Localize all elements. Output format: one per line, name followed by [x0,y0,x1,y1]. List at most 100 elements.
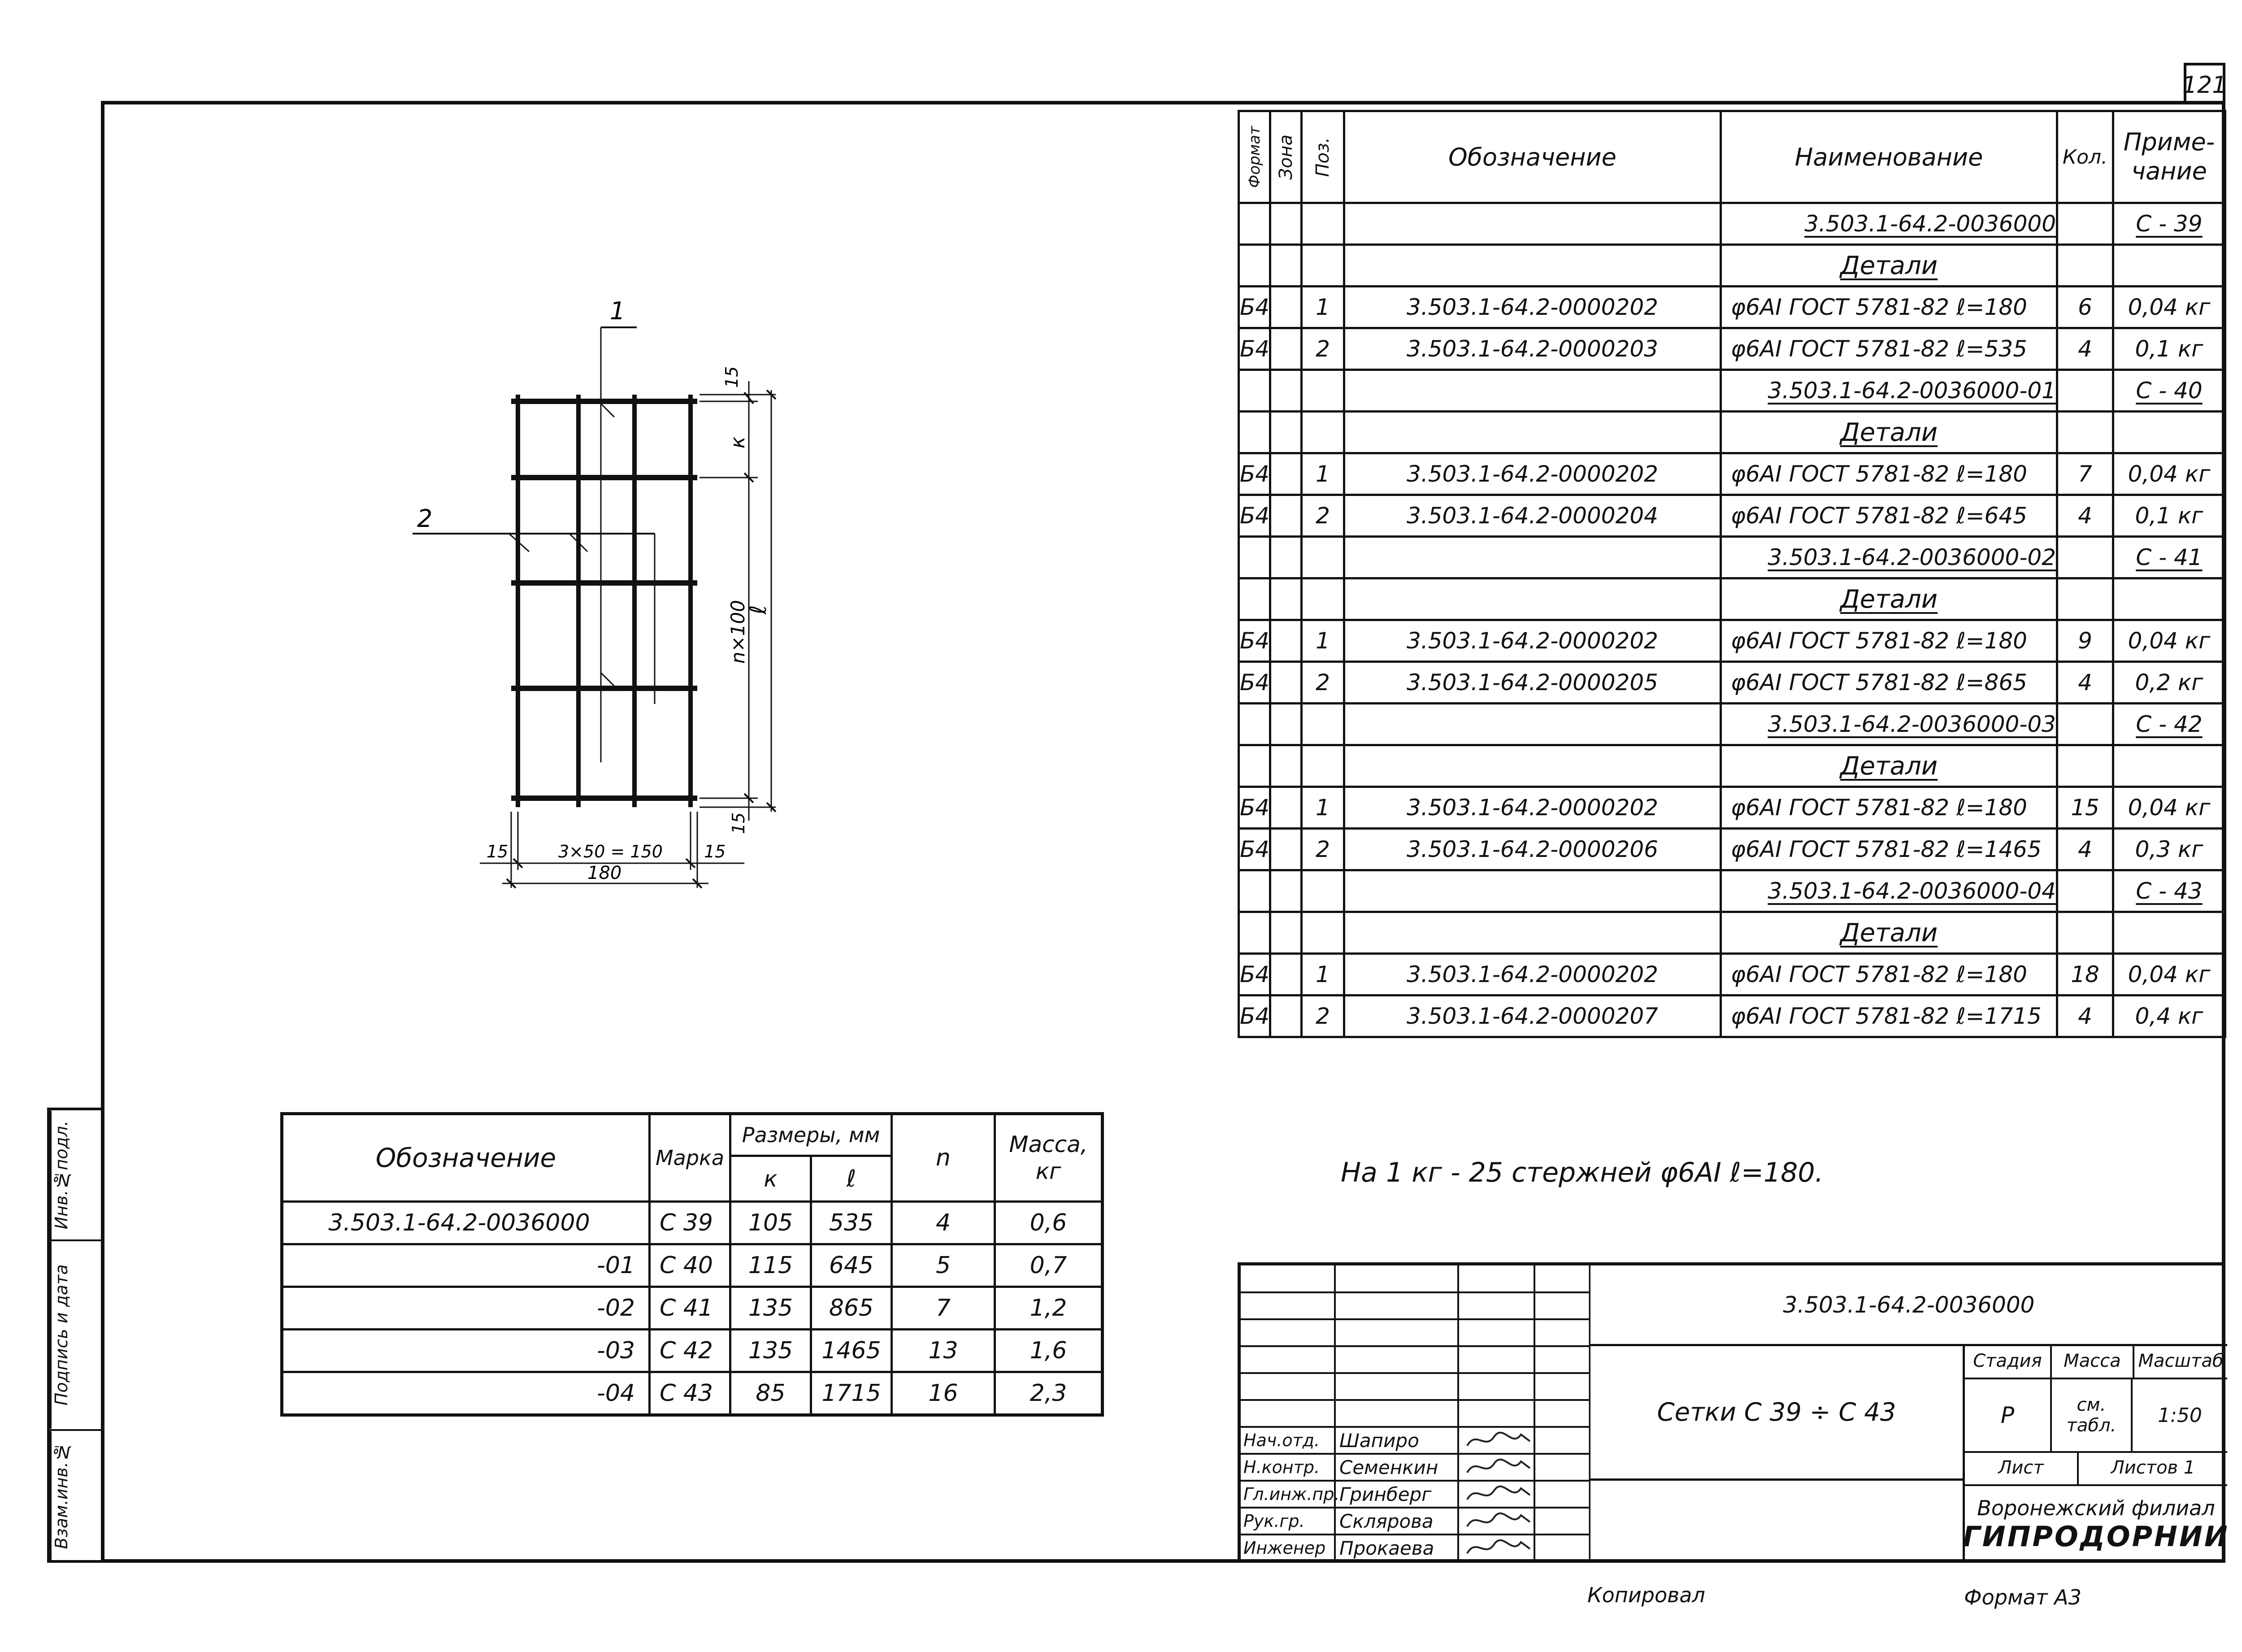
spec-cell-designation: 3.503.1-64.2-0000202 [1343,952,1722,996]
spec-cell-pos: 1 [1300,285,1345,329]
spec-cell-qty: 9 [2056,619,2114,663]
spec-cell-note-text: 0,2 кг [2135,669,2203,696]
spec-cell-name-text: φ6АI ГОСТ 5781-82 ℓ=180 [1731,628,2027,654]
spec-cell-note: С - 43 [2112,869,2226,913]
spec-cell-name: Детали [1720,911,2058,955]
spec-cell-note-text: С - 40 [2136,378,2203,404]
spec-cell-pos [1300,202,1345,246]
summary-cell-k: 85 [729,1371,812,1416]
spec-cell-name: Детали [1720,410,2058,454]
header-qty: Кол. [2056,110,2114,204]
specification-table: Формат Зона Поз. Обозначение Наименовани… [1238,110,2226,1038]
spec-cell-note: 0,04 кг [2112,952,2226,996]
spec-cell-pos: 1 [1300,952,1345,996]
side-strip-inv: Инв.№подл. [50,1110,80,1240]
summary-cell-k: 135 [729,1286,812,1330]
spec-cell-name: φ6АI ГОСТ 5781-82 ℓ=180 [1720,952,2058,996]
spec-cell-note: 0,3 кг [2112,827,2226,871]
spec-cell-designation [1343,869,1722,913]
spec-cell-note-text: 0,4 кг [2135,1003,2203,1029]
spec-cell-zone [1269,869,1303,913]
spec-cell-note-text: 0,04 кг [2128,294,2211,320]
spec-cell-note-text: 0,1 кг [2135,503,2203,529]
summary-cell-l: 1465 [810,1328,893,1373]
summary-cell-l: 1715 [810,1371,893,1416]
spec-cell-qty: 6 [2056,285,2114,329]
spec-cell-zone [1269,369,1303,413]
spec-cell-zone [1269,410,1303,454]
spec-cell-pos-text: 2 [1316,836,1330,862]
spec-cell-qty: 4 [2056,494,2114,538]
spec-cell-qty [2056,911,2114,955]
stage-value: Р [1965,1379,2052,1451]
spec-cell-qty [2056,369,2114,413]
spec-cell-designation-text: 3.503.1-64.2-0000202 [1407,961,1658,987]
sheet-label: Лист [1965,1453,2079,1484]
side-strip-replace: Взам.инв.№ [50,1430,80,1560]
summary-cell-mark: С 43 [648,1371,731,1416]
signature-name: Прокаева [1339,1537,1434,1559]
spec-row: Б4 1 3.503.1-64.2-0000202 φ6АI ГОСТ 5781-82… [1238,952,2226,996]
spec-cell-name: φ6АI ГОСТ 5781-82 ℓ=180 [1720,452,2058,496]
spec-cell-name-text: φ6АI ГОСТ 5781-82 ℓ=1465 [1731,836,2042,862]
spec-cell-pos: 2 [1300,661,1345,704]
spec-cell-note: 0,4 кг [2112,994,2226,1038]
spec-cell-pos-text: 2 [1316,503,1330,529]
summary-cell-n: 13 [891,1328,996,1373]
header-pos: Поз. [1300,110,1345,204]
signature-name: Гринберг [1339,1483,1432,1505]
spec-cell-zone [1269,952,1303,996]
spec-cell-designation [1343,243,1722,287]
spec-cell-designation-text: 3.503.1-64.2-0000206 [1407,836,1658,862]
spec-cell-name: Детали [1720,243,2058,287]
mass-value: см. табл. [2052,1379,2133,1451]
spec-cell-format: Б4 [1238,327,1271,371]
summary-cell-designation: -04 [281,1371,651,1416]
spec-cell-pos: 1 [1300,786,1345,830]
spec-cell-name: 3.503.1-64.2-0036000-03 [1720,702,2058,746]
drawing-title: Сетки С 39 ÷ С 43 [1657,1398,1896,1427]
spec-cell-designation-text: 3.503.1-64.2-0000205 [1407,669,1658,696]
summary-cell-k: 135 [729,1328,812,1373]
spec-cell-pos [1300,410,1345,454]
spec-cell-qty [2056,410,2114,454]
scale-value: 1:50 [2158,1404,2202,1427]
spec-cell-name-text: Детали [1840,584,1938,614]
spec-cell-designation: 3.503.1-64.2-0000203 [1343,327,1722,371]
spec-cell-format: Б4 [1238,952,1271,996]
spec-cell-name-text: φ6АI ГОСТ 5781-82 ℓ=180 [1731,294,2027,320]
spec-cell-qty: 4 [2056,327,2114,371]
spec-cell-qty: 7 [2056,452,2114,496]
signature-name: Шапиро [1339,1430,1419,1452]
handwritten-signature [1466,1458,1531,1474]
spec-cell-name-text: 3.503.1-64.2-0036000 [1804,211,2056,237]
spec-cell-format [1238,202,1271,246]
org-line-2: ГИПРОДОРНИИ [1963,1520,2229,1553]
spec-cell-qty-text: 18 [2071,961,2099,987]
summary-cell-n: 5 [891,1243,996,1288]
spec-cell-format-text: Б4 [1240,961,1270,987]
spec-cell-designation-text: 3.503.1-64.2-0000207 [1407,1003,1658,1029]
summary-cell-mark: С 42 [648,1328,731,1373]
spec-cell-qty-text: 4 [2078,336,2092,362]
signature-name: Семенкин [1339,1456,1438,1478]
spec-cell-format-text: Б4 [1240,1003,1270,1029]
summary-cell-designation: 3.503.1-64.2-0036000 [281,1200,651,1245]
spec-cell-pos [1300,577,1345,621]
spec-cell-qty: 4 [2056,827,2114,871]
spec-cell-format-text: Б4 [1240,628,1270,654]
spec-cell-format-text: Б4 [1240,294,1270,320]
spec-cell-note: С - 41 [2112,535,2226,579]
spec-cell-note-text: С - 43 [2136,878,2203,904]
signature-row: Рук.гр.Склярова [1241,1508,1590,1535]
spec-cell-name-text: φ6АI ГОСТ 5781-82 ℓ=645 [1731,503,2027,529]
spec-cell-note: 0,04 кг [2112,452,2226,496]
spec-cell-format-text: Б4 [1240,461,1270,487]
spec-cell-qty [2056,869,2114,913]
summary-cell-designation: -03 [281,1328,651,1373]
